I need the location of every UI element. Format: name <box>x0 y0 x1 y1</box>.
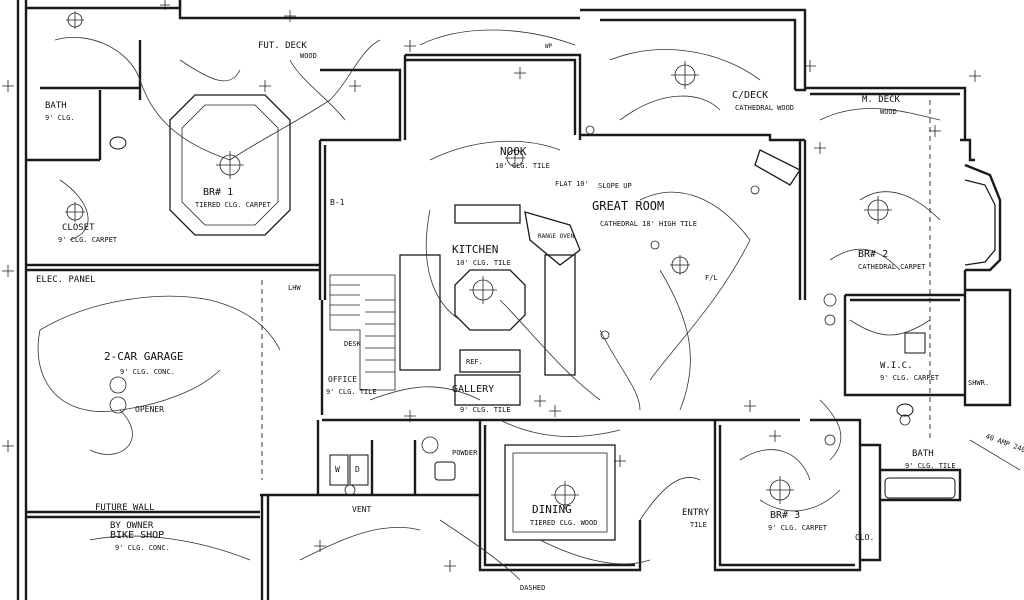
label-bike-shop-note: 9' CLG. CONC. <box>115 544 170 552</box>
label-wic: W.I.C. <box>880 361 913 371</box>
label-m-deck: M. DECK <box>862 95 901 105</box>
label-br3-note: 9' CLG. CARPET <box>768 524 828 532</box>
label-nook-note: 10' CLG. TILE <box>495 162 550 170</box>
label-vent: VENT <box>352 505 371 514</box>
label-powder: POWDER <box>452 449 478 457</box>
exterior-walls <box>16 0 1012 600</box>
label-b1: B-1 <box>330 198 345 207</box>
label-entry: ENTRY <box>682 508 710 518</box>
label-great-room-note: CATHEDRAL 18' HIGH TILE <box>600 220 697 228</box>
label-covered-deck: C/DECK <box>732 90 768 101</box>
label-dashed: DASHED <box>520 584 545 592</box>
label-office: OFFICE <box>328 375 357 384</box>
label-master-bath-note: 9' CLG. TILE <box>905 462 956 470</box>
label-range: RANGE OVEN <box>538 233 575 240</box>
label-br3: BR# 3 <box>770 510 800 521</box>
label-elec-panel: ELEC. PANEL <box>36 275 96 285</box>
label-desk: DESK <box>344 340 362 348</box>
label-clo: CLO. <box>855 533 874 542</box>
label-closet: CLOSET <box>62 223 95 233</box>
label-gallery-note: 9' CLG. TILE <box>460 406 511 414</box>
label-bath-note: 9' CLG. <box>45 114 75 122</box>
label-gallery: GALLERY <box>452 384 494 395</box>
label-flat: FLAT 10' <box>555 180 589 188</box>
fixture-symbols <box>2 0 981 572</box>
wiring-runs <box>37 29 1021 581</box>
label-future-wall: FUTURE WALL <box>95 503 155 513</box>
label-bike-shop: BIKE SHOP <box>110 530 164 541</box>
label-kitchen-note: 10' CLG. TILE <box>456 259 511 267</box>
label-m-deck-note: WOOD <box>880 108 897 116</box>
label-slope-up: SLOPE UP <box>598 182 632 190</box>
label-dining-note: TIERED CLG. WOOD <box>530 519 597 527</box>
label-future-deck-note: WOOD <box>300 52 317 60</box>
room-labels: NOOK 10' CLG. TILE GREAT ROOM CATHEDRAL … <box>45 41 956 552</box>
label-wic-note: 9' CLG. CARPET <box>880 374 940 382</box>
label-d: D <box>355 465 360 474</box>
label-br2: BR# 2 <box>858 249 888 260</box>
label-shwr: SHWR. <box>968 379 989 387</box>
label-kitchen: KITCHEN <box>452 243 498 256</box>
label-covered-deck-note: CATHEDRAL WOOD <box>735 104 794 112</box>
label-dining: DINING <box>532 503 572 516</box>
label-ref: REF. <box>466 358 483 366</box>
label-closet-note: 9' CLG. CARPET <box>58 236 118 244</box>
label-bedroom1-note: TIERED CLG. CARPET <box>195 201 272 209</box>
label-nook: NOOK <box>500 145 527 158</box>
label-entry-note: TILE <box>690 521 707 529</box>
label-garage-note: 9' CLG. CONC. <box>120 368 175 376</box>
label-opener: OPENER <box>135 405 164 414</box>
label-by-owner: BY OWNER <box>110 521 154 531</box>
label-bath: BATH <box>45 101 67 111</box>
label-wp: WP <box>545 43 553 50</box>
label-master-bath: BATH <box>912 449 934 459</box>
label-office-note: 9' CLG. TILE <box>326 388 377 396</box>
label-lhw: LHW <box>288 284 301 292</box>
label-great-room: GREAT ROOM <box>592 199 664 213</box>
label-future-deck: FUT. DECK <box>258 41 307 51</box>
label-br2-note: CATHEDRAL CARPET <box>858 263 926 271</box>
label-fl: F/L <box>705 274 718 282</box>
label-w: W <box>335 465 340 474</box>
label-bedroom1: BR# 1 <box>203 187 233 198</box>
label-garage: 2-CAR GARAGE <box>104 350 183 363</box>
label-amp: 40 AMP 240 <box>984 432 1024 454</box>
interior-detail <box>109 94 996 541</box>
